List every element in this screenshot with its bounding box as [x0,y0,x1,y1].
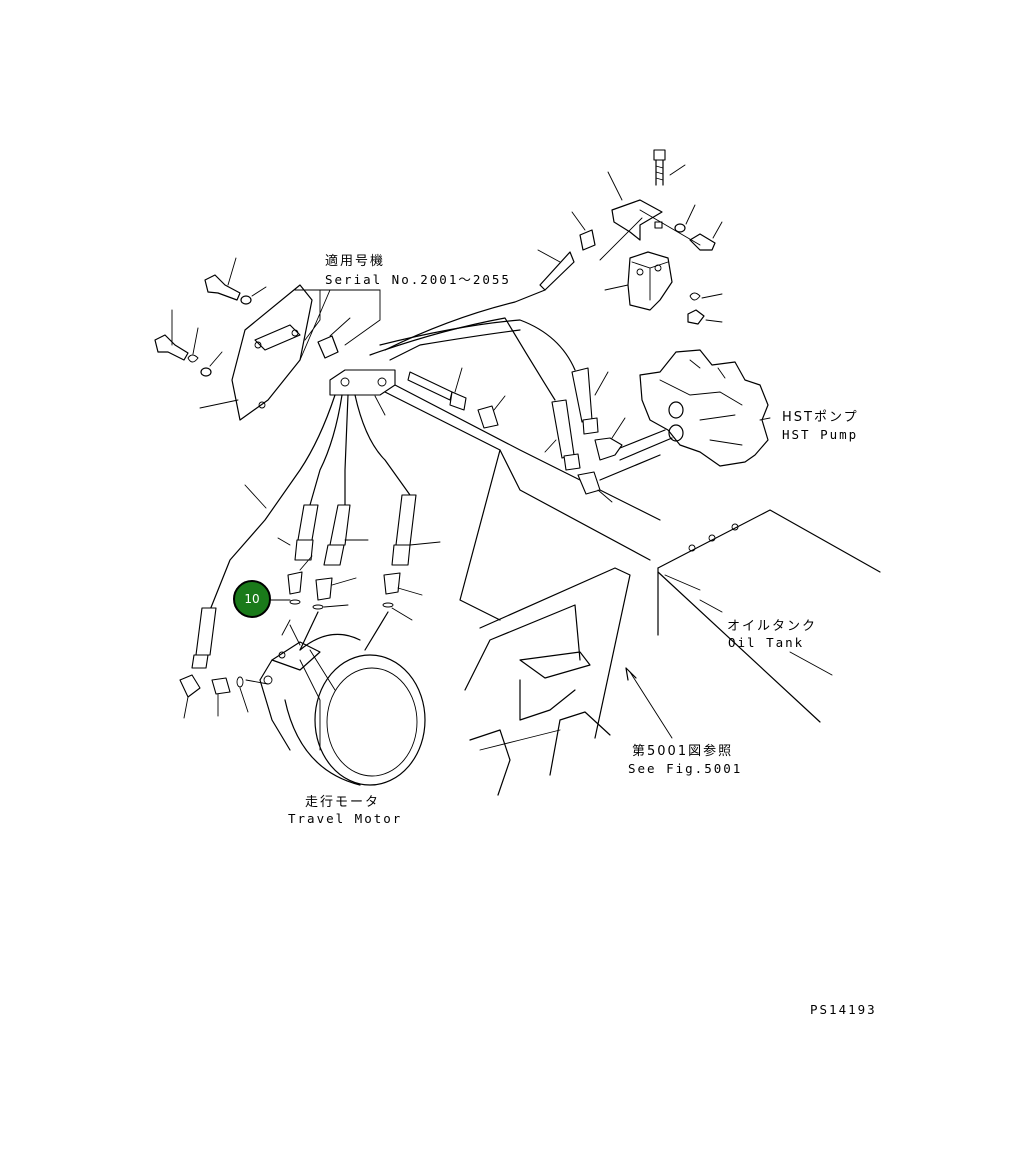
ref-label-en: See Fig.5001 [628,761,742,776]
drawing-number: PS14193 [810,1002,877,1017]
callout-number: 10 [244,592,259,606]
frame-drawing [464,567,631,796]
hoses-and-fittings [179,367,673,719]
serial-label-jp: 適用号機 [325,253,385,269]
hst-pump-drawing [639,349,769,467]
oil-tank-drawing [657,509,881,723]
serial-label-en: Serial No.2001～2055 [325,272,511,287]
hst-pump-label-en: HST Pump [782,427,858,442]
callout-circle[interactable] [233,580,271,618]
travel-motor-drawing [259,633,426,786]
oil-tank-label-jp: オイルタンク [727,619,817,634]
left-bracket-drawing [154,257,351,421]
valve-assembly-drawing [537,149,723,325]
ref-label-jp: 第5001図参照 [632,743,733,759]
oil-tank-label-en: Oil Tank [728,635,804,650]
hst-pump-label-jp: HSTポンプ [782,410,859,425]
hydraulic-piping [209,289,661,621]
travel-motor-label-jp: 走行モータ [305,795,380,810]
callout-10[interactable]: 10 [233,580,271,618]
travel-motor-label-en: Travel Motor [288,811,402,826]
